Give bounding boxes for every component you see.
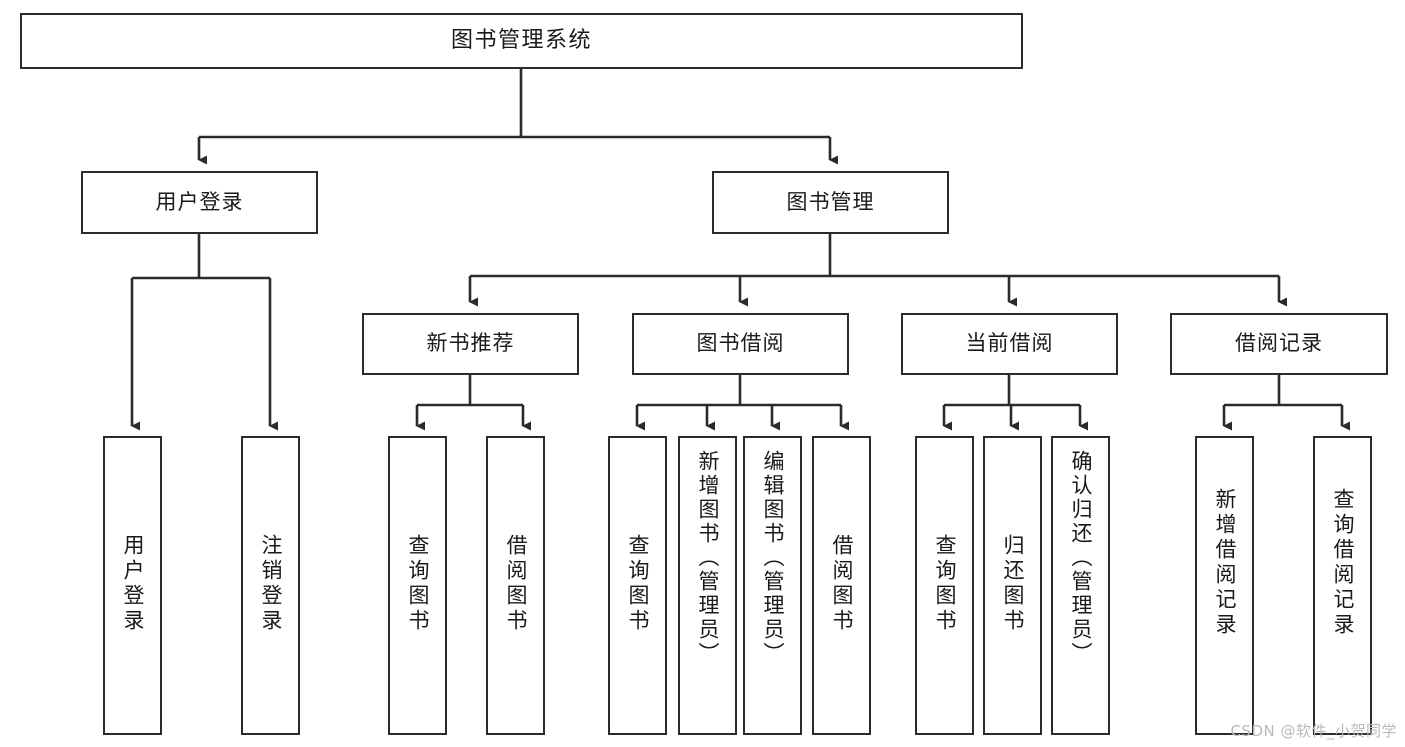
node-label: 当前借阅 <box>965 331 1054 356</box>
leaf-user-login-signout[interactable]: 注销登录 <box>241 436 300 735</box>
leaf-record-query-record[interactable]: 查询借阅记录 <box>1313 436 1372 735</box>
leaf-recommend-query-book[interactable]: 查询图书 <box>388 436 447 735</box>
leaf-recommend-borrow-book[interactable]: 借阅图书 <box>486 436 545 735</box>
node-label: 图书借阅 <box>696 331 785 356</box>
leaf-current-query-book[interactable]: 查询图书 <box>915 436 974 735</box>
node-book-management[interactable]: 图书管理 <box>712 171 949 234</box>
node-book-borrow[interactable]: 图书借阅 <box>632 313 849 375</box>
leaf-current-return-book[interactable]: 归还图书 <box>983 436 1042 735</box>
leaf-record-add-record[interactable]: 新增借阅记录 <box>1195 436 1254 735</box>
node-label: 新书推荐 <box>426 331 515 356</box>
node-label: 确认归还（管理员） <box>1069 450 1093 666</box>
leaf-borrow-edit-book-admin[interactable]: 编辑图书（管理员） <box>743 436 802 735</box>
leaf-borrow-borrow-book[interactable]: 借阅图书 <box>812 436 871 735</box>
leaf-borrow-add-book-admin[interactable]: 新增图书（管理员） <box>678 436 737 735</box>
leaf-borrow-query-book[interactable]: 查询图书 <box>608 436 667 735</box>
node-label: 编辑图书（管理员） <box>761 450 785 666</box>
node-new-book-recommend[interactable]: 新书推荐 <box>362 313 579 375</box>
node-label: 新增图书（管理员） <box>696 450 720 666</box>
node-label: 归还图书 <box>1001 534 1025 634</box>
node-label: 借阅记录 <box>1235 331 1323 356</box>
node-label: 注销登录 <box>259 534 283 634</box>
node-root-book-management-system[interactable]: 图书管理系统 <box>20 13 1023 69</box>
leaf-current-confirm-return-admin[interactable]: 确认归还（管理员） <box>1051 436 1110 735</box>
node-label: 用户登录 <box>155 189 244 214</box>
node-label: 图书管理系统 <box>450 27 592 53</box>
node-label: 借阅图书 <box>830 534 854 634</box>
node-label: 查询图书 <box>406 534 430 634</box>
node-label: 借阅图书 <box>504 534 528 634</box>
node-label: 图书管理 <box>786 189 875 214</box>
node-label: 查询借阅记录 <box>1331 488 1355 638</box>
leaf-user-login-signin[interactable]: 用户登录 <box>103 436 162 735</box>
node-label: 新增借阅记录 <box>1213 488 1237 638</box>
node-label: 用户登录 <box>121 534 145 634</box>
node-label: 查询图书 <box>933 534 957 634</box>
csdn-watermark: CSDN @软件_小贺同学 <box>1230 722 1397 740</box>
node-current-borrow[interactable]: 当前借阅 <box>901 313 1118 375</box>
node-label: 查询图书 <box>626 534 650 634</box>
node-user-login[interactable]: 用户登录 <box>81 171 318 234</box>
node-borrow-record[interactable]: 借阅记录 <box>1170 313 1388 375</box>
